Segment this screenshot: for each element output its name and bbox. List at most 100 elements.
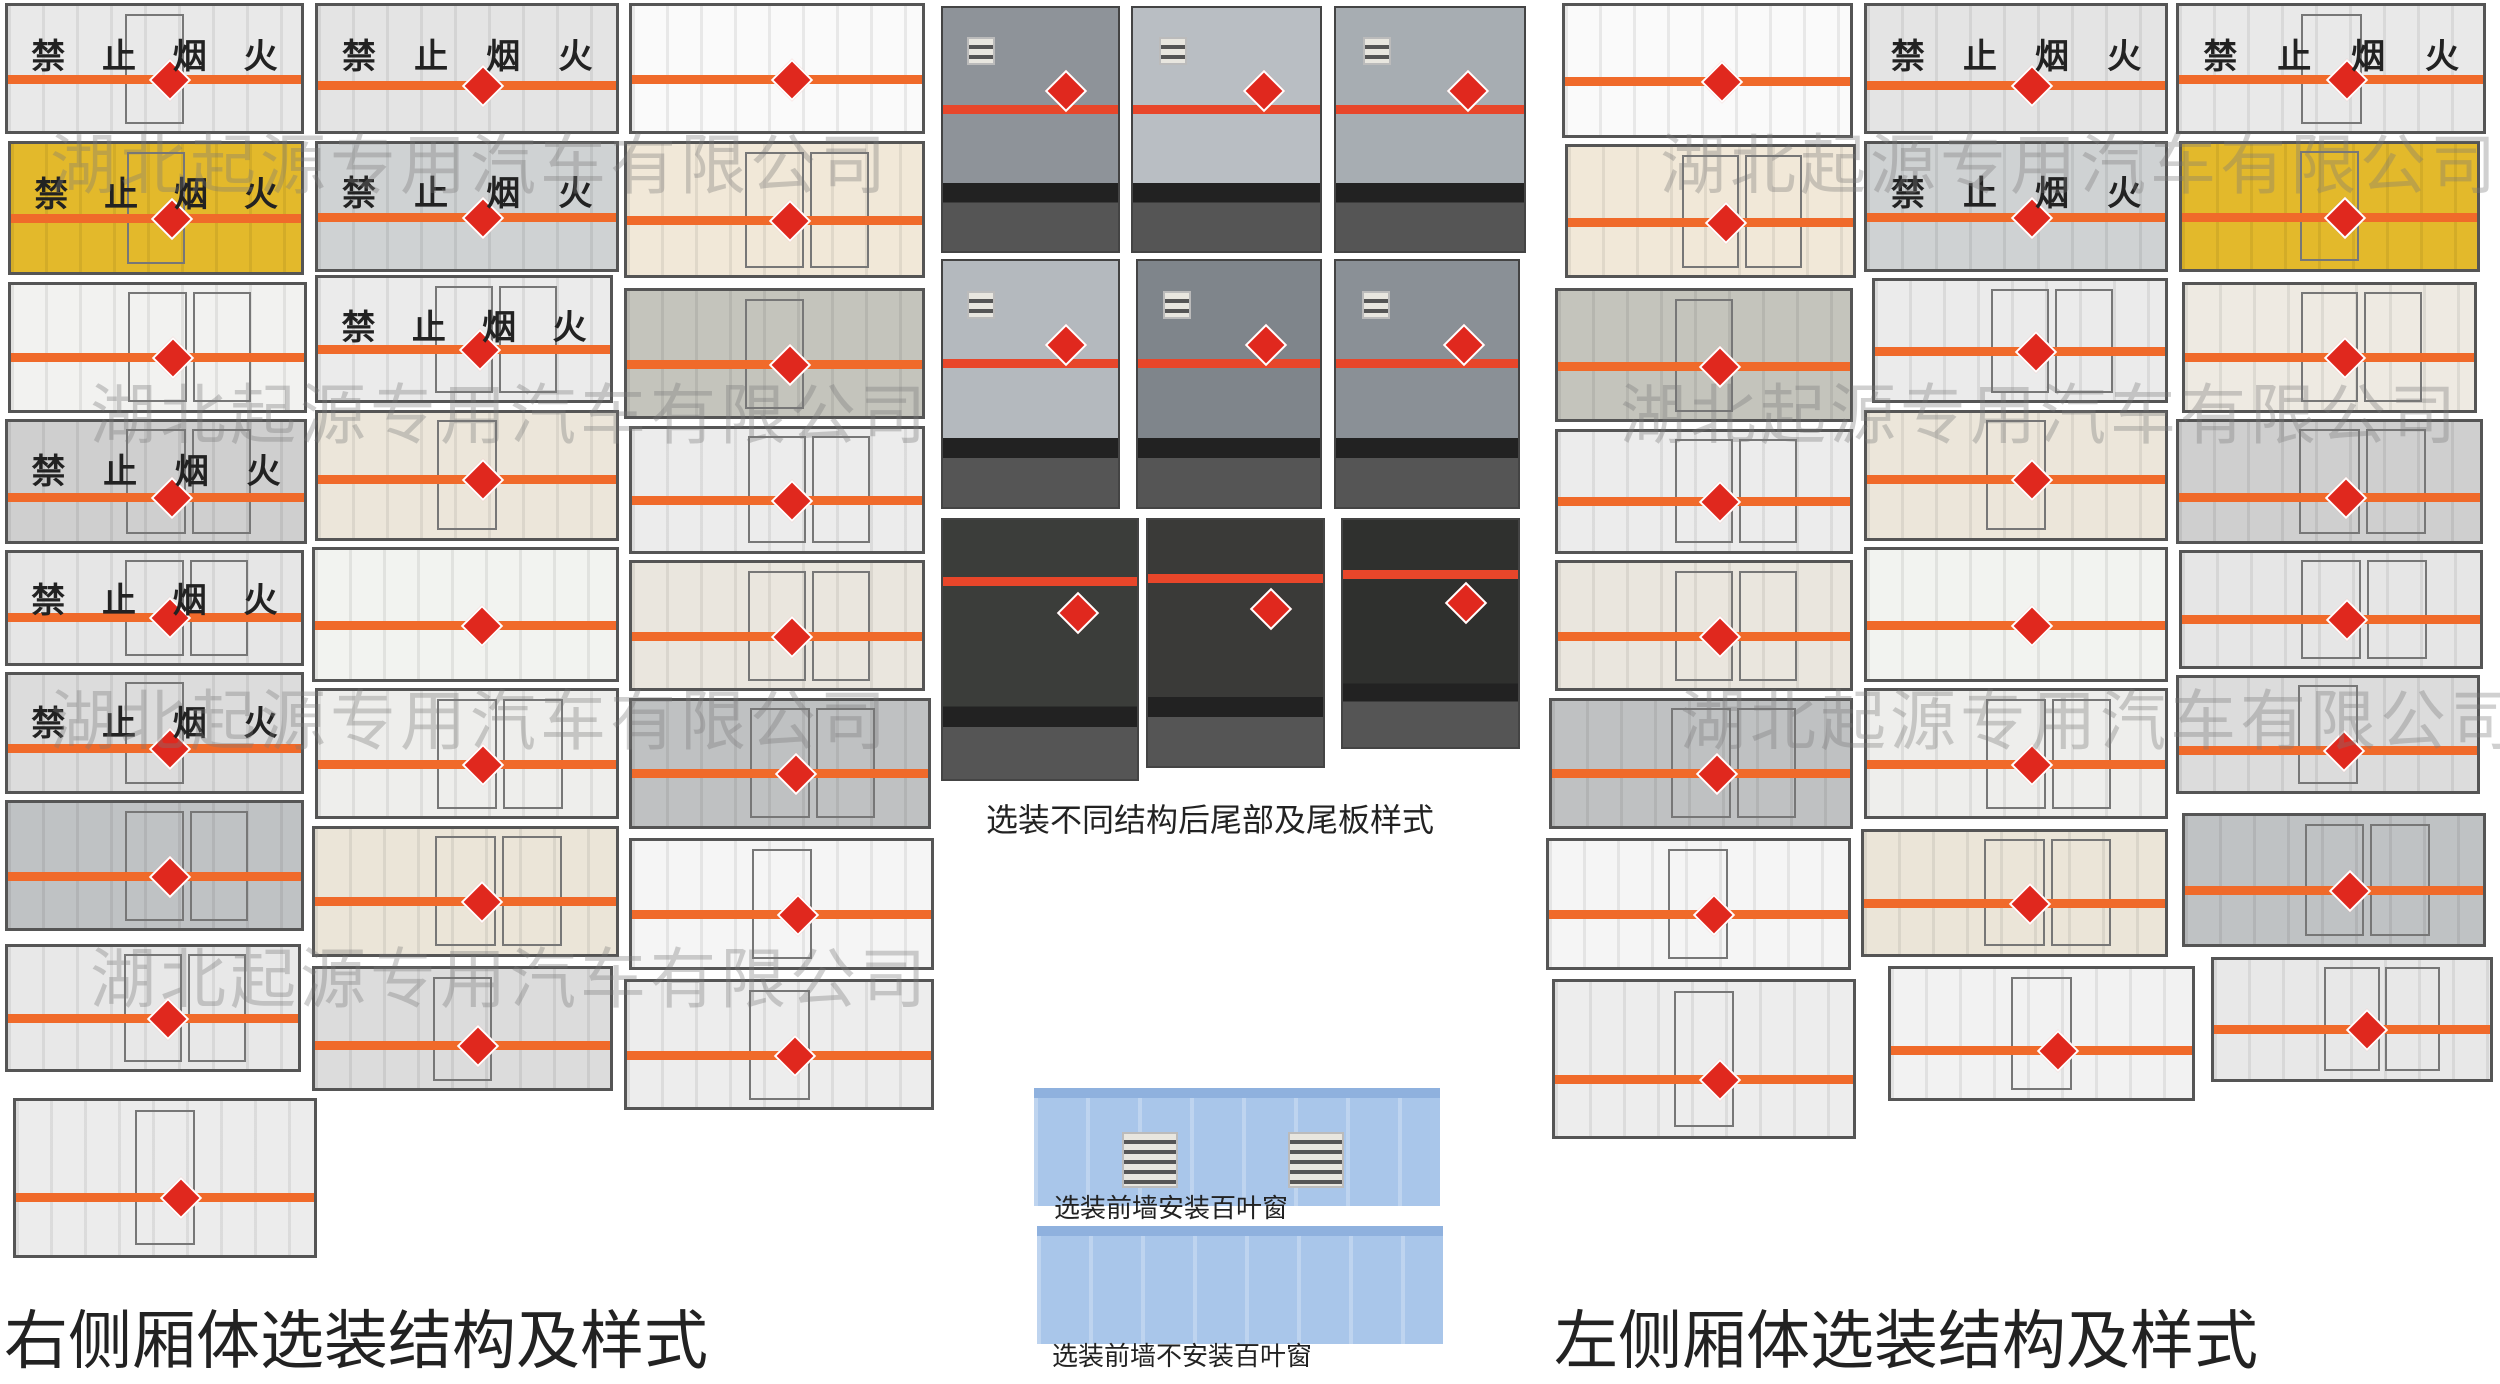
door-outline bbox=[1681, 154, 1739, 268]
reflective-stripe bbox=[1133, 105, 1320, 115]
panel-ribs bbox=[631, 428, 922, 551]
warning-char: 火 bbox=[243, 703, 278, 744]
warning-char: 止 bbox=[2277, 36, 2312, 77]
door-outline bbox=[434, 285, 494, 393]
door-outline bbox=[1670, 708, 1731, 819]
door-outline bbox=[744, 151, 804, 268]
side-box-option-image bbox=[628, 560, 925, 692]
side-box-option-image bbox=[1555, 288, 1853, 423]
panel-ribs bbox=[318, 691, 617, 817]
no-smoking-fire-warning: 禁止烟火 bbox=[1891, 166, 2141, 215]
warning-char: 火 bbox=[558, 174, 593, 215]
door-outline bbox=[2370, 823, 2430, 937]
door-outline bbox=[189, 810, 249, 921]
panel-ribs bbox=[627, 291, 922, 417]
panel-ribs bbox=[2185, 284, 2474, 410]
side-box-option-image: 禁止烟火 bbox=[4, 3, 304, 135]
caption-rear-options: 选装不同结构后尾部及尾板样式 bbox=[986, 801, 1435, 839]
panel-ribs bbox=[1891, 969, 2193, 1098]
door-outline bbox=[125, 13, 184, 124]
no-smoking-fire-warning: 禁止烟火 bbox=[32, 444, 281, 493]
louver-icon bbox=[1163, 290, 1192, 319]
reflective-stripe bbox=[942, 359, 1118, 369]
hazard-diamond-icon bbox=[1249, 587, 1293, 631]
side-box-option-image bbox=[624, 288, 925, 420]
panel-ribs bbox=[318, 278, 610, 401]
door-outline bbox=[2304, 823, 2365, 937]
panel-ribs bbox=[1558, 431, 1850, 551]
door-outline bbox=[2299, 429, 2360, 534]
side-box-option-image: 禁止烟火 bbox=[315, 3, 620, 135]
panel-ribs bbox=[1564, 6, 1850, 135]
door-outline bbox=[747, 435, 806, 544]
panel-ribs bbox=[1867, 6, 2165, 132]
panel-ribs bbox=[318, 6, 617, 132]
warning-char: 火 bbox=[246, 451, 281, 492]
rear-tail-option-image bbox=[1334, 259, 1520, 509]
rear-tail-option-image bbox=[1334, 6, 1527, 253]
warning-char: 烟 bbox=[172, 703, 207, 744]
panel-ribs bbox=[631, 563, 922, 689]
warning-char: 禁 bbox=[31, 36, 66, 77]
no-smoking-fire-warning: 禁止烟火 bbox=[342, 300, 587, 349]
no-smoking-fire-warning: 禁止烟火 bbox=[342, 166, 592, 215]
side-box-option-image: 禁止烟火 bbox=[4, 672, 304, 794]
door-outline bbox=[815, 708, 875, 819]
side-box-option-image bbox=[1564, 144, 1856, 279]
warning-char: 烟 bbox=[482, 308, 517, 349]
side-box-option-image bbox=[8, 281, 308, 413]
door-outline bbox=[125, 681, 184, 784]
warning-char: 火 bbox=[2425, 36, 2460, 77]
panel-ribs bbox=[1555, 982, 1853, 1137]
door-outline bbox=[1674, 991, 1734, 1127]
warning-char: 止 bbox=[102, 581, 136, 622]
door-outline bbox=[1744, 154, 1802, 268]
panel-ribs bbox=[627, 143, 922, 276]
warning-char: 烟 bbox=[2035, 174, 2070, 215]
louver-icon bbox=[1159, 37, 1188, 66]
panel-ribs bbox=[2179, 6, 2484, 132]
door-outline bbox=[127, 151, 185, 265]
panel-ribs bbox=[315, 828, 617, 954]
door-outline bbox=[187, 954, 246, 1062]
warning-char: 火 bbox=[2107, 174, 2142, 215]
hazard-diamond-icon bbox=[1445, 582, 1488, 625]
side-box-option-image bbox=[1864, 688, 2168, 820]
panel-ribs bbox=[7, 422, 305, 541]
door-outline bbox=[2298, 684, 2358, 784]
side-box-option-image bbox=[2182, 812, 2487, 948]
warning-char: 烟 bbox=[174, 451, 209, 492]
front-wall-without-louver-image bbox=[1037, 1226, 1443, 1344]
warning-char: 烟 bbox=[2351, 36, 2386, 77]
louver-icon bbox=[1361, 290, 1390, 319]
no-smoking-fire-warning: 禁止烟火 bbox=[34, 167, 278, 216]
warning-char: 禁 bbox=[342, 36, 377, 77]
panel-ribs bbox=[1551, 700, 1850, 826]
door-outline bbox=[1738, 438, 1798, 544]
louver-icon bbox=[967, 290, 996, 319]
rear-tail-option-image bbox=[940, 6, 1120, 253]
warning-char: 火 bbox=[558, 36, 593, 77]
rear-tail-option-image bbox=[1136, 259, 1322, 509]
door-outline bbox=[2364, 292, 2422, 403]
side-box-option-image bbox=[1555, 428, 1853, 554]
caption-left-side-options: 左侧厢体选装结构及样式 bbox=[1554, 1305, 2258, 1379]
side-box-option-image bbox=[1561, 3, 1853, 138]
warning-char: 禁 bbox=[1890, 36, 1925, 77]
side-box-option-image: 禁止烟火 bbox=[8, 140, 304, 276]
warning-char: 火 bbox=[243, 581, 278, 622]
panel-ribs bbox=[315, 550, 617, 679]
door-outline bbox=[128, 292, 187, 403]
door-outline bbox=[747, 570, 806, 681]
side-box-option-image bbox=[1888, 966, 2196, 1101]
door-outline bbox=[125, 559, 184, 657]
door-outline bbox=[1986, 698, 2046, 809]
caption-right-side-options: 右侧厢体选装结构及样式 bbox=[4, 1305, 708, 1379]
side-box-option-image bbox=[628, 425, 925, 554]
rear-tail-option-image bbox=[940, 259, 1120, 509]
rear-tail-option-image bbox=[940, 518, 1140, 781]
panel-ribs bbox=[7, 675, 301, 791]
no-smoking-fire-warning: 禁止烟火 bbox=[342, 29, 592, 78]
warning-char: 火 bbox=[2107, 36, 2142, 77]
side-box-option-image: 禁止烟火 bbox=[315, 140, 620, 272]
